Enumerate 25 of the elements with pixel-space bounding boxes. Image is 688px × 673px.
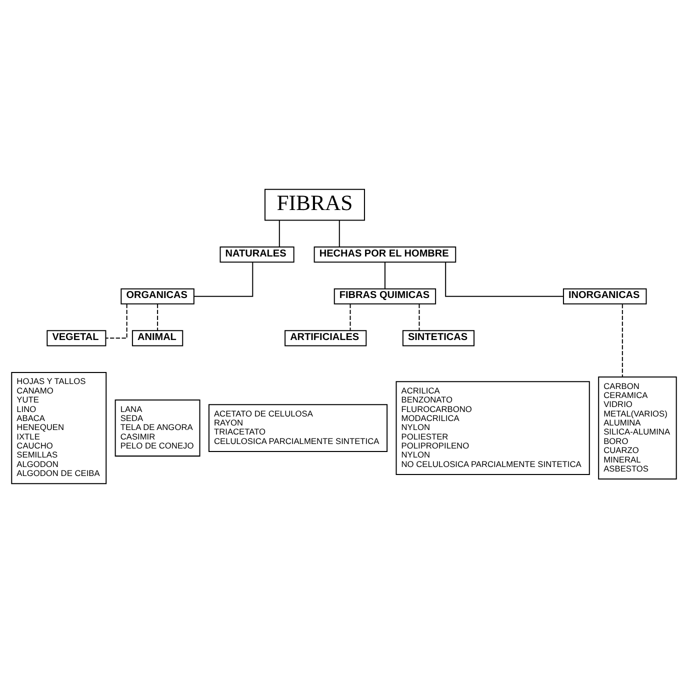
node-box: ARTIFICIALES (284, 330, 367, 346)
node-box: LANA SEDA TELA DE ANGORA CASIMIR PELO DE CONEJO (114, 400, 200, 457)
node-box: FIBRAS (264, 188, 365, 221)
connector (338, 220, 340, 248)
node-box: ORGANICAS (120, 288, 194, 304)
connector (106, 304, 128, 339)
node-box: ACRILICA BENZONATO FLUROCARBONO MODACRILICA NYLON POLIESTER POLIPROPILENO NYLON NO CELULOSICA PARCIALMENTE SINTETICA (396, 381, 590, 475)
node-box: SINTETICAS (402, 330, 475, 346)
node-box: NATURALES (220, 246, 294, 263)
node-box: CARBON CERAMICA VIDRIO METAL(VARIOS) ALUMINA SILICA-ALUMINA BORO CUARZO MINERAL ASBESTOS (598, 376, 677, 480)
node-box: VEGETAL (46, 330, 106, 346)
node-box: ACETATO DE CELULOSA RAYON TRIACETATO CELULOSICA PARCIALMENTE SINTETICA (208, 404, 388, 452)
connector (418, 304, 420, 331)
connector (157, 304, 158, 331)
node-box: HECHAS POR EL HOMBRE (314, 246, 456, 263)
connector (445, 262, 564, 297)
node-box: HOJAS Y TALLOS CANAMO YUTE LINO ABACA HENEQUEN IXTLE CAUCHO SEMILLAS ALGODON ALGODON DE CEIBA (11, 372, 107, 484)
connector (194, 262, 254, 297)
node-box: ANIMAL (132, 330, 184, 346)
node-box: FIBRAS QUIMICAS (334, 288, 436, 304)
connector (278, 220, 280, 248)
connector (350, 304, 351, 331)
connector (384, 262, 386, 289)
node-box: INORGANICAS (562, 288, 647, 304)
connector (622, 304, 623, 377)
